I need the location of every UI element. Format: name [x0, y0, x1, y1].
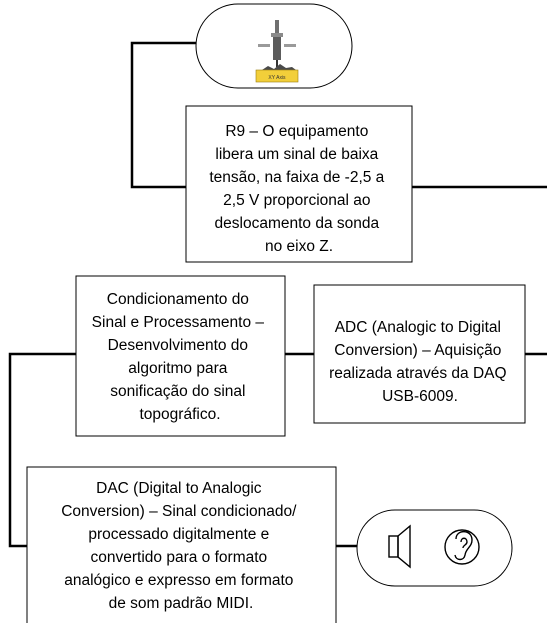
conditioning-text: Condicionamento do Sinal e Processamento… [92, 291, 269, 423]
r9-line: no eixo Z. [265, 238, 333, 255]
probe-base [255, 69, 299, 83]
conditioning-line: Sinal e Processamento – [92, 314, 265, 331]
conditioning-line: Desenvolvimento do [108, 337, 248, 354]
adc-box [313, 284, 526, 424]
dac-line: analógico e expresso em formato [64, 572, 293, 589]
r9-node: R9 – O equipamento libera um sinal de ba… [185, 105, 413, 263]
adc-line: ADC (Analogic to Digital [335, 319, 501, 336]
conditioning-box [75, 275, 286, 437]
conditioning-line: sonificação do sinal [110, 383, 245, 400]
dac-line: Conversion) – Sinal condicionado/ [61, 503, 297, 520]
r9-line: tensão, na faixa de -2,5 a [209, 169, 384, 186]
adc-line: USB-6009. [382, 388, 458, 405]
r9-line: R9 – O equipamento [225, 123, 368, 140]
speaker-icon [388, 524, 411, 569]
dac-line: processado digitalmente e [88, 526, 269, 543]
probe-node: XY Axis [195, 3, 353, 89]
connector-probe-to-r9 [130, 41, 196, 189]
sound-pill [356, 509, 513, 587]
conditioning-line: Condicionamento do [107, 291, 249, 308]
probe-label: XY Axis [268, 75, 286, 81]
r9-line: 2,5 V proporcional ao [223, 192, 370, 209]
dac-box [26, 466, 337, 623]
conditioning-line: algoritmo para [128, 360, 227, 377]
adc-line: Conversion) – Aquisição [334, 342, 501, 359]
connector-conditioning-to-dac [8, 352, 76, 548]
ear-icon [444, 529, 480, 565]
r9-text: R9 – O equipamento libera um sinal de ba… [209, 123, 388, 255]
dac-line: de som padrão MIDI. [109, 595, 254, 612]
r9-line: libera um sinal de baixa [215, 146, 378, 163]
adc-node: ADC (Analogic to Digital Conversion) – A… [313, 284, 526, 424]
conditioning-node: Condicionamento do Sinal e Processamento… [75, 275, 286, 437]
r9-line: deslocamento da sonda [215, 215, 380, 232]
adc-text: ADC (Analogic to Digital Conversion) – A… [329, 319, 511, 405]
dac-line: DAC (Digital to Analogic [96, 480, 262, 497]
connectors [8, 41, 547, 548]
probe-device-icon: XY Axis [255, 20, 299, 83]
adc-line: realizada através da DAQ [329, 365, 506, 382]
sound-node [356, 509, 513, 587]
dac-node: DAC (Digital to Analogic Conversion) – S… [26, 466, 337, 623]
dac-text: DAC (Digital to Analogic Conversion) – S… [61, 480, 301, 612]
conditioning-line: topográfico. [140, 406, 221, 423]
dac-line: convertido para o formato [91, 549, 268, 566]
r9-box [185, 105, 413, 263]
